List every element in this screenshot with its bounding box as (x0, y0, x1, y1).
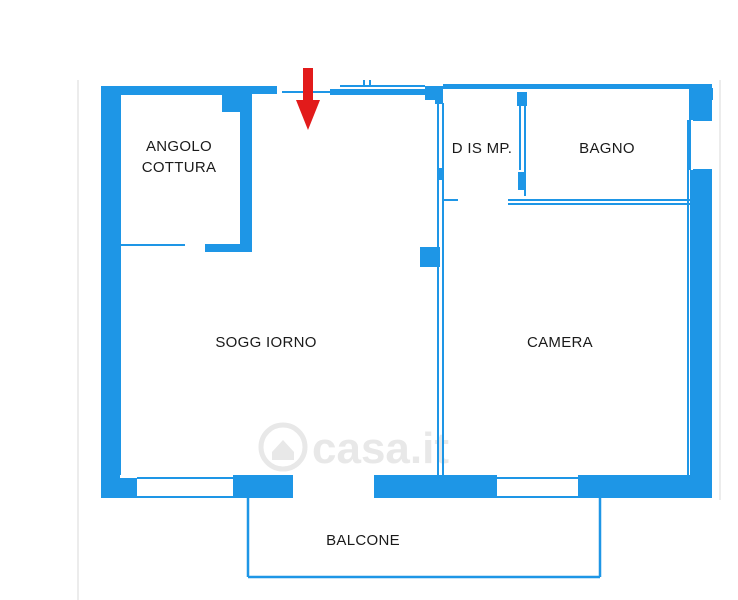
watermark-text: casa.it (312, 424, 449, 473)
thin-walls (77, 80, 721, 600)
house-icon (258, 422, 308, 472)
room-label-bagno: BAGNO (579, 140, 635, 157)
room-label-balcone: BALCONE (326, 532, 400, 549)
room-label-angolo-cottura-2: COTTURA (142, 159, 217, 176)
room-label-soggiorno: SOGG IORNO (215, 334, 316, 351)
room-label-disimpegno: D IS MP. (452, 140, 512, 157)
arrow-down-icon (296, 68, 320, 130)
watermark: casa.it (258, 422, 449, 473)
thick-walls (101, 84, 712, 498)
room-label-angolo-cottura-1: ANGOLO (146, 138, 212, 155)
room-label-camera: CAMERA (527, 334, 593, 351)
